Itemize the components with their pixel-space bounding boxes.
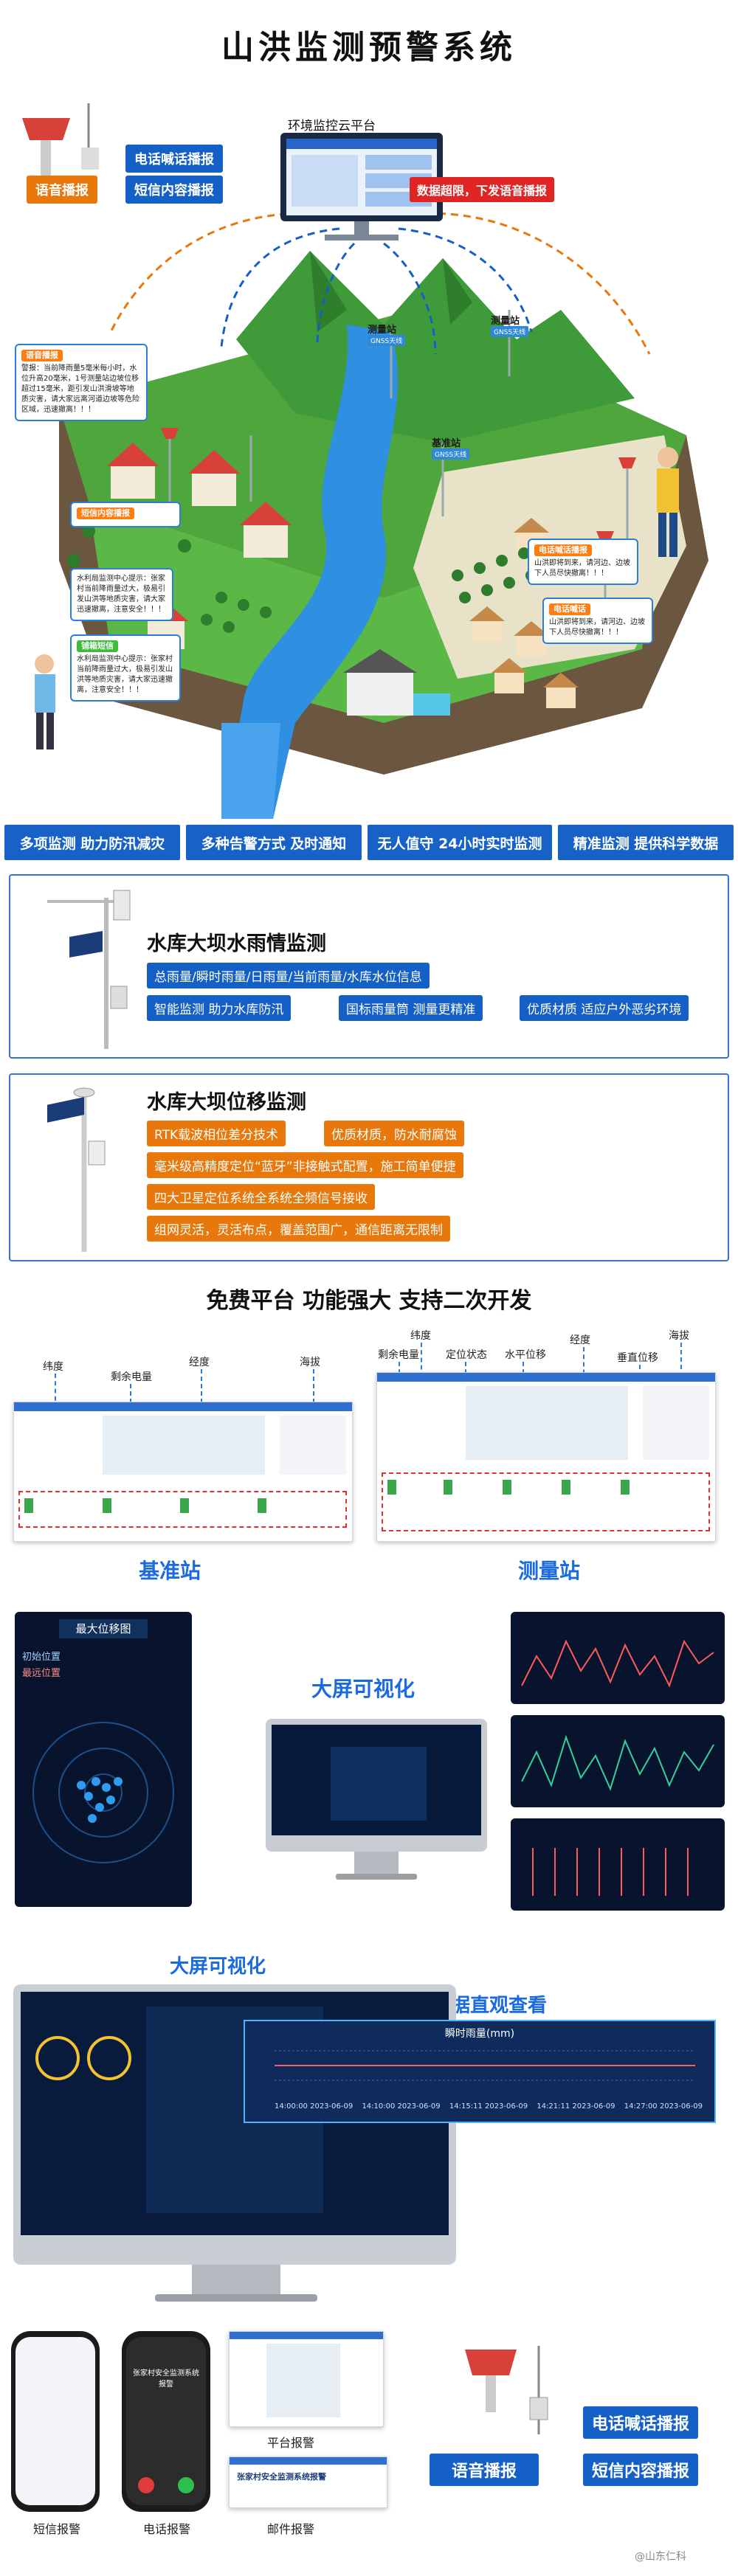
base-station-platform-screenshot xyxy=(13,1402,353,1542)
bubble-text: 水利局监测中心提示：张家村当前降雨量过大，极易引发山洪等地质灾害，请大家迅速撤离… xyxy=(77,575,165,614)
feature-3: 无人值守 24小时实时监测 xyxy=(368,825,552,860)
displacement-monitor-panel: 水库大坝位移监测 RTK载波相位差分技术 优质材质，防水耐腐蚀 毫米级高精度定位… xyxy=(9,1073,729,1261)
measure-station-platform-screenshot xyxy=(376,1372,716,1542)
x-tick: 14:21:11 2023-06-09 xyxy=(537,2102,615,2111)
measure-station-caption: 测量站 xyxy=(518,1559,581,1583)
platform-alert-screen xyxy=(229,2331,384,2427)
base-station-sub: GNSS天线 xyxy=(432,449,470,460)
base-station-caption: 基准站 xyxy=(139,1559,201,1583)
bubble-text: 山洪即将到来，请河边、边坡下人员尽快撤离！！！ xyxy=(549,618,645,637)
rain-station-device-icon xyxy=(47,890,131,1049)
map-header: 最大位移图 xyxy=(59,1619,148,1638)
hero-illustration: 电话喊话播报 语音播报 短信内容播报 环境监控云平台 数据超限，下发语音播报 测… xyxy=(0,89,738,819)
trend-chart-3 xyxy=(511,1818,725,1911)
disp-chip-5: 组网灵活，灵活布点，覆盖范围广，通信距离无限制 xyxy=(147,1216,450,1242)
caller-name: 张家村安全监测系统报警 xyxy=(133,2369,199,2389)
anno-right-lon: 经度 xyxy=(570,1334,590,1346)
legend-initial: 初始位置 xyxy=(22,1652,61,1663)
bubble-header: 短信内容播报 xyxy=(77,508,134,519)
trend-chart-1 xyxy=(511,1612,725,1704)
measure-station-2-label: 测量站 xyxy=(491,316,520,327)
anno-right-hdisp: 水平位移 xyxy=(505,1349,546,1361)
bubble-text: 水利局监测中心提示：张家村当前降雨量过大，极易引发山洪等地质灾害，请大家迅速撤离… xyxy=(77,655,173,694)
bubble-header: 电话喊话 xyxy=(549,603,590,615)
chart-title: 瞬时雨量(mm) xyxy=(444,2028,515,2040)
anno-right-alt: 海拔 xyxy=(669,1330,689,1342)
disp-chip-2: 优质材质，防水耐腐蚀 xyxy=(324,1121,464,1146)
rain-monitor-panel: 水库大坝水雨情监测 总雨量/瞬时雨量/日雨量/当前雨量/水库水位信息 智能监测 … xyxy=(9,874,729,1059)
sms-broadcast-bubble: 短信内容播报 xyxy=(70,502,181,527)
legend-farthest: 最远位置 xyxy=(22,1668,61,1679)
call-alert-label: 电话报警 xyxy=(143,2522,191,2536)
bubble-text: 山洪即将到来，请河边、边坡下人员尽快撤离！！！ xyxy=(534,559,630,578)
measure-station-1-label: 测量站 xyxy=(368,325,397,336)
mail-title: 张家村安全监测系统报警 xyxy=(237,2472,326,2482)
disp-chip-4: 四大卫星定位系统全系统全频信号接收 xyxy=(147,1184,375,1210)
alert-tag-voice: 语音播报 xyxy=(430,2454,539,2486)
x-tick: 14:00:00 2023-06-09 xyxy=(275,2102,354,2111)
sms-bubble: 铺箱短信 水利局监测中心提示：张家村当前降雨量过大，极易引发山洪等地质灾害，请大… xyxy=(70,634,181,702)
bubble-header: 语音播报 xyxy=(21,350,63,361)
watermark: @山东仁科 xyxy=(635,2551,686,2563)
rain-chip-1: 总雨量/瞬时雨量/日雨量/当前雨量/水库水位信息 xyxy=(147,963,430,988)
mail-alert-screen: 张家村安全监测系统报警 xyxy=(229,2456,387,2508)
x-tick: 14:27:00 2023-06-09 xyxy=(624,2102,703,2111)
voice-broadcast-bubble: 语音播报 警报：当前降雨量5毫米每小时，水位升高20毫米，1号测量站边坡位移超过… xyxy=(15,344,148,421)
hero-tag-voice: 语音播报 xyxy=(27,176,97,204)
rain-chip-2: 智能监测 助力水库防汛 xyxy=(147,995,292,1021)
bubble-text: 警报：当前降雨量5毫米每小时，水位升高20毫米，1号测量站边坡位移超过15毫米，… xyxy=(21,364,139,414)
anno-right-lat: 纬度 xyxy=(410,1330,431,1342)
feature-1: 多项监测 助力防汛减灾 xyxy=(4,825,180,860)
base-station-label: 基准站 xyxy=(432,438,461,449)
anno-left-lon: 经度 xyxy=(189,1357,210,1368)
displacement-radar xyxy=(32,1722,174,1863)
max-displacement-map: 最大位移图 初始位置 最远位置 xyxy=(15,1612,192,1907)
x-tick: 14:15:11 2023-06-09 xyxy=(449,2102,528,2111)
mail-alert-label: 邮件报警 xyxy=(267,2522,315,2536)
disp-chip-3: 毫米级高精度定位“蓝牙”非接触式配置，施工简单便捷 xyxy=(147,1152,463,1178)
broadcast-horn-device-icon xyxy=(465,2346,548,2434)
feature-2: 多种告警方式 及时通知 xyxy=(186,825,362,860)
cloud-platform-label: 环境监控云平台 xyxy=(288,119,376,134)
bubble-header: 电话喊话播报 xyxy=(534,544,592,556)
bigscreen2-title: 大屏可视化 xyxy=(170,1956,266,1978)
hero-tag-sms: 短信内容播报 xyxy=(125,176,223,204)
hero-scene xyxy=(22,103,708,819)
platform-title: 免费平台 功能强大 支持二次开发 xyxy=(206,1288,532,1314)
phone-call-bubble-2: 电话喊话 山洪即将到来，请河边、边坡下人员尽快撤离！！！ xyxy=(542,598,653,644)
phone-call-bubble: 电话喊话播报 山洪即将到来，请河边、边坡下人员尽快撤离！！！ xyxy=(528,539,638,585)
alert-tag-sms: 短信内容播报 xyxy=(583,2454,699,2486)
trend-chart-2 xyxy=(511,1715,725,1807)
platform-alert-label: 平台报警 xyxy=(267,2436,315,2450)
anno-right-status: 定位状态 xyxy=(446,1349,487,1361)
rain-panel-title: 水库大坝水雨情监测 xyxy=(147,932,326,955)
measure-station-1-sub: GNSS天线 xyxy=(368,335,406,346)
bigscreen1-monitor xyxy=(266,1719,487,1852)
anno-left-battery: 剩余电量 xyxy=(111,1371,152,1383)
disp-panel-title: 水库大坝位移监测 xyxy=(147,1091,306,1114)
disp-chip-1: RTK载波相位差分技术 xyxy=(147,1121,286,1146)
anno-right-battery: 剩余电量 xyxy=(378,1349,419,1361)
bubble-header: 铺箱短信 xyxy=(77,640,118,652)
alarm-banner: 数据超限，下发语音播报 xyxy=(410,177,555,202)
hero-tag-phone: 电话喊话播报 xyxy=(125,145,223,173)
chart-plot xyxy=(275,2050,695,2081)
call-alert-phone: 张家村安全监测系统报警 xyxy=(122,2331,210,2512)
anno-right-vdisp: 垂直位移 xyxy=(617,1352,658,1364)
monitor-center-bubble: 水利局监测中心提示：张家村当前降雨量过大，极易引发山洪等地质灾害，请大家迅速撤离… xyxy=(70,568,173,621)
rain-line-chart: 瞬时雨量(mm) 14:00:00 2023-06-09 14:10:00 20… xyxy=(244,2020,716,2123)
bigscreen1-title: 大屏可视化 xyxy=(311,1677,415,1701)
rain-chip-3: 国标雨量筒 测量更精准 xyxy=(339,995,483,1021)
page-title: 山洪监测预警系统 xyxy=(221,29,517,66)
anno-left-alt: 海拔 xyxy=(300,1357,320,1368)
sms-alert-phone xyxy=(11,2331,100,2512)
alert-tag-phone: 电话喊话播报 xyxy=(583,2406,699,2439)
anno-left-lat: 纬度 xyxy=(43,1361,63,1373)
rain-chip-4: 优质材质 适应户外恶劣环境 xyxy=(520,995,689,1021)
x-tick: 14:10:00 2023-06-09 xyxy=(362,2102,441,2111)
feature-4: 精准监测 提供科学数据 xyxy=(558,825,734,860)
sms-alert-label: 短信报警 xyxy=(33,2522,81,2536)
gnss-device-icon xyxy=(47,1087,106,1252)
measure-station-2-sub: GNSS天线 xyxy=(491,326,529,337)
